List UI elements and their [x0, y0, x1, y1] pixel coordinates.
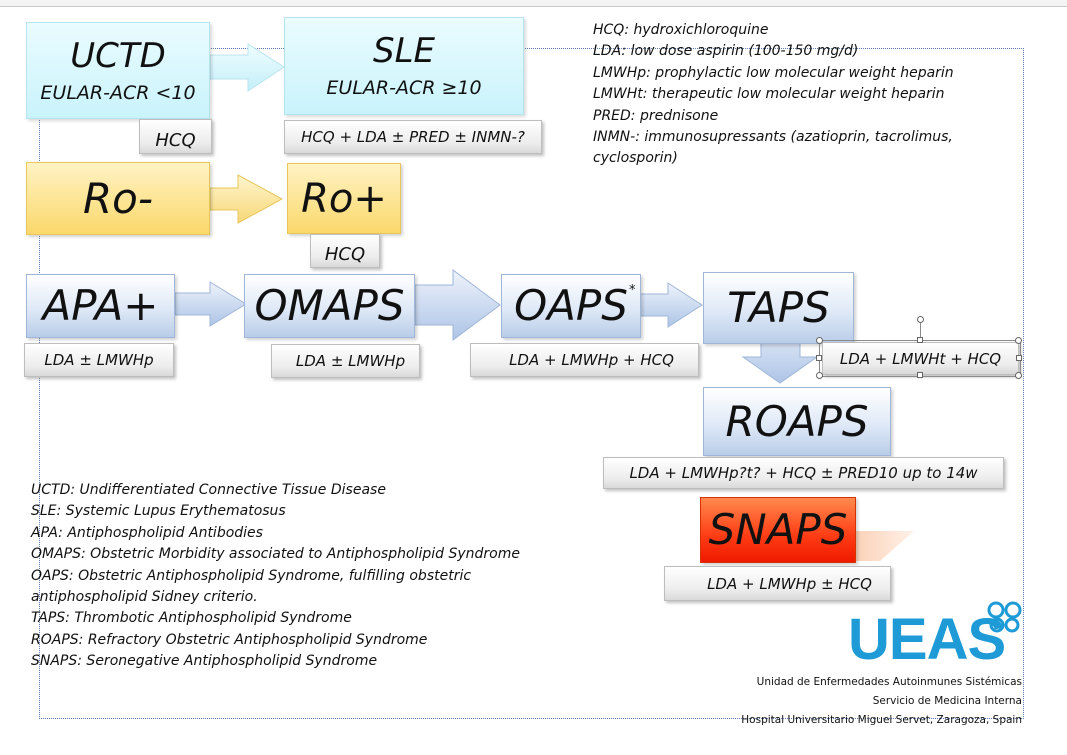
legend-line: UCTD: Undifferentiated Connective Tissue… — [31, 482, 386, 498]
sle-subtitle: EULAR-ACR ≥10 — [326, 77, 482, 99]
arrow-apa-omaps — [174, 281, 247, 327]
legend-line: OAPS: Obstetric Antiphospholipid Syndrom… — [31, 567, 472, 584]
omaps-box[interactable]: OMAPS — [244, 274, 415, 338]
legend-block: UCTD: Undifferentiated Connective Tissue… — [31, 480, 520, 673]
omaps-title: OMAPS — [254, 281, 405, 330]
ro-positive-title: Ro+ — [301, 175, 387, 222]
logo-butterfly-icon — [987, 601, 1022, 633]
arrow-snaps — [856, 531, 914, 561]
abbr-line: INMN-: immunosupressants (azatioprin, ta… — [593, 129, 953, 146]
resize-handle-top-left[interactable] — [816, 337, 823, 344]
resize-handle-bottom-left[interactable] — [816, 372, 823, 379]
oaps-asterisk: * — [629, 283, 636, 298]
uctd-subtitle: EULAR-ACR <10 — [40, 81, 196, 104]
abbr-line: LMWHt: therapeutic low molecular weight … — [593, 86, 945, 103]
uctd-title: UCTD — [70, 35, 166, 76]
abbr-line: LMWHp: prophylactic low molecular weight… — [593, 64, 954, 81]
window-top-edge — [0, 0, 1067, 7]
abbr-line: PRED: prednisone — [593, 107, 719, 124]
snaps-box[interactable]: SNAPS — [700, 497, 856, 563]
resize-handle-top[interactable] — [917, 337, 923, 343]
resize-handle-bottom-right[interactable] — [1015, 372, 1022, 379]
ro-positive-treatment: HCQ — [310, 234, 380, 268]
arrow-omaps-oaps — [414, 269, 501, 341]
roaps-title: ROAPS — [725, 396, 869, 446]
rotate-handle[interactable] — [917, 316, 924, 323]
snaps-treatment: LDA + LMWHp ± HCQ — [664, 566, 891, 601]
ueas-logo: UEAS — [848, 607, 1006, 672]
roaps-box[interactable]: ROAPS — [703, 387, 891, 456]
legend-line: SLE: Systemic Lupus Erythematosus — [31, 503, 286, 520]
ro-negative-box[interactable]: Ro- — [26, 162, 210, 235]
rotate-stem — [920, 323, 921, 340]
legend-line: OMAPS: Obstetric Morbidity associated to… — [31, 546, 520, 563]
slide-frame — [39, 48, 1024, 719]
taps-box[interactable]: TAPS — [703, 272, 854, 344]
legend-line: APA: Antiphospholipid Antibodies — [31, 524, 263, 541]
resize-handle-bottom[interactable] — [917, 372, 923, 378]
sle-treatment: HCQ + LDA ± PRED ± INMN-? — [284, 120, 542, 154]
apa-box[interactable]: APA+ — [26, 274, 175, 338]
taps-treatment: LDA + LMWHt + HCQ — [822, 342, 1019, 375]
footer-hospital: Hospital Universitario Miguel Servet, Za… — [741, 714, 1022, 726]
apa-title: APA+ — [42, 281, 159, 330]
abbr-line: cyclosporin) — [593, 150, 678, 167]
legend-line: ROAPS: Refractory Obstetric Antiphosphol… — [31, 631, 428, 648]
footer-service: Servicio de Medicina Interna — [872, 695, 1022, 707]
abbr-line: HCQ: hydroxichloroquine — [593, 22, 769, 38]
footer-unit: Unidad de Enfermedades Autoinmunes Sisté… — [756, 676, 1022, 688]
apa-treatment: LDA ± LMWHp — [24, 343, 174, 377]
arrow-ro-neg-pos — [209, 174, 284, 224]
taps-title: TAPS — [727, 283, 830, 332]
legend-line: antiphospholipid Sidney criterio. — [31, 589, 258, 606]
oaps-title: OAPS — [514, 281, 628, 330]
legend-line: TAPS: Thrombotic Antiphospholipid Syndro… — [31, 610, 352, 627]
roaps-treatment: LDA + LMWHp?t? + HCQ ± PRED10 up to 14w — [603, 457, 1004, 489]
arrow-oaps-taps — [639, 282, 703, 328]
legend-line: SNAPS: Seronegative Antiphospholipid Syn… — [31, 653, 378, 670]
resize-handle-right[interactable] — [1016, 355, 1022, 361]
arrow-uctd-sle — [209, 43, 285, 92]
resize-handle-left[interactable] — [816, 355, 822, 361]
abbr-line: LDA: low dose aspirin (100-150 mg/d) — [593, 43, 859, 60]
uctd-treatment: HCQ — [139, 119, 212, 154]
ro-negative-title: Ro- — [82, 173, 154, 223]
oaps-treatment: LDA + LMWHp + HCQ — [470, 343, 699, 377]
sle-title: SLE — [372, 31, 435, 71]
uctd-box[interactable]: UCTD EULAR-ACR <10 — [26, 22, 210, 119]
ro-positive-box[interactable]: Ro+ — [287, 163, 401, 234]
oaps-box[interactable]: OAPS — [501, 274, 641, 338]
abbreviations-block: HCQ: hydroxichloroquine LDA: low dose as… — [593, 20, 954, 170]
resize-handle-top-right[interactable] — [1015, 337, 1022, 344]
sle-box[interactable]: SLE EULAR-ACR ≥10 — [284, 17, 524, 115]
omaps-treatment: LDA ± LMWHp — [271, 344, 420, 378]
snaps-title: SNAPS — [708, 505, 848, 554]
